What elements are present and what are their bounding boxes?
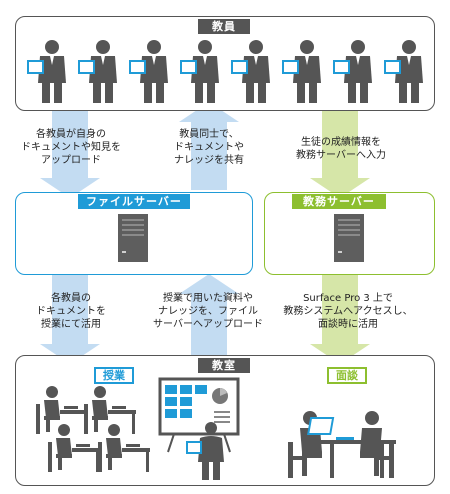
teacher-icon: [231, 40, 270, 103]
flow-surface-line: Surface Pro 3 上で: [303, 293, 393, 304]
arrow-grades: [310, 108, 370, 198]
teacher-icon: [180, 40, 219, 103]
interview-scene: [288, 411, 396, 478]
flow-upload-line: アップロード: [41, 155, 101, 166]
flow-grades-text: 生徒の成績情報を 教務サーバーへ入力: [280, 136, 402, 162]
flow-share-line: ドキュメントや: [174, 142, 244, 153]
teacher-icon: [78, 40, 117, 103]
classroom-scene: [36, 377, 396, 480]
arrow-share: [179, 102, 239, 190]
teacher-icon: [384, 40, 423, 103]
flow-surface-line: 教務システムへアクセスし、: [283, 306, 413, 317]
flow-use-in-class-line: 各教員の: [51, 293, 91, 304]
flow-share-text: 教員同士で、 ドキュメントや ナレッジを共有: [148, 128, 270, 167]
flow-upload-line: ドキュメントや知見を: [21, 142, 121, 153]
teacher-icon: [27, 40, 66, 103]
student-desks: [36, 386, 150, 472]
school-server-title: 教務サーバー: [292, 194, 386, 209]
flow-share-line: 教員同士で、: [179, 129, 239, 140]
flow-surface-line: 面談時に活用: [318, 319, 378, 330]
school-server-icon: [334, 214, 364, 262]
flow-share-line: ナレッジを共有: [174, 155, 244, 166]
teachers-title: 教員: [198, 19, 250, 34]
teacher-icon: [333, 40, 372, 103]
flow-use-in-class-line: 授業にて活用: [41, 319, 101, 330]
teacher-figures: [27, 40, 423, 103]
arrow-upload: [40, 108, 100, 198]
student-icon: [84, 386, 136, 434]
whiteboard-icon: [158, 377, 240, 453]
flow-use-in-class-line: ドキュメントを: [36, 306, 106, 317]
teacher-figure: [186, 422, 224, 480]
file-server-title: ファイルサーバー: [78, 194, 190, 209]
class-area-label: 授業: [94, 367, 134, 384]
flow-upload-line: 各教員が自身の: [36, 129, 106, 140]
student-icon: [98, 424, 150, 472]
classroom-title: 教室: [198, 358, 250, 373]
flow-upload-materials-line: ナレッジを、ファイル: [158, 306, 258, 317]
arrow-upload-materials: [179, 274, 239, 360]
file-server-icon: [118, 214, 148, 262]
flow-upload-text: 各教員が自身の ドキュメントや知見を アップロード: [10, 128, 132, 167]
flow-upload-materials-text: 授業で用いた資料や ナレッジを、ファイル サーバーへアップロード: [138, 292, 278, 331]
arrow-surface: [310, 275, 370, 364]
flow-upload-materials-line: 授業で用いた資料や: [163, 293, 253, 304]
teacher-icon: [129, 40, 168, 103]
flow-surface-text: Surface Pro 3 上で 教務システムへアクセスし、 面談時に活用: [276, 292, 420, 331]
student-icon: [48, 424, 100, 472]
flow-upload-materials-line: サーバーへアップロード: [153, 319, 263, 330]
arrow-use-in-class: [40, 275, 100, 364]
classroom-panel: [15, 355, 435, 486]
flow-grades-line: 生徒の成績情報を: [301, 137, 381, 148]
flow-grades-line: 教務サーバーへ入力: [296, 150, 386, 161]
teacher-icon: [282, 40, 321, 103]
interview-area-label: 面談: [327, 367, 367, 384]
flow-use-in-class-text: 各教員の ドキュメントを 授業にて活用: [10, 292, 132, 331]
